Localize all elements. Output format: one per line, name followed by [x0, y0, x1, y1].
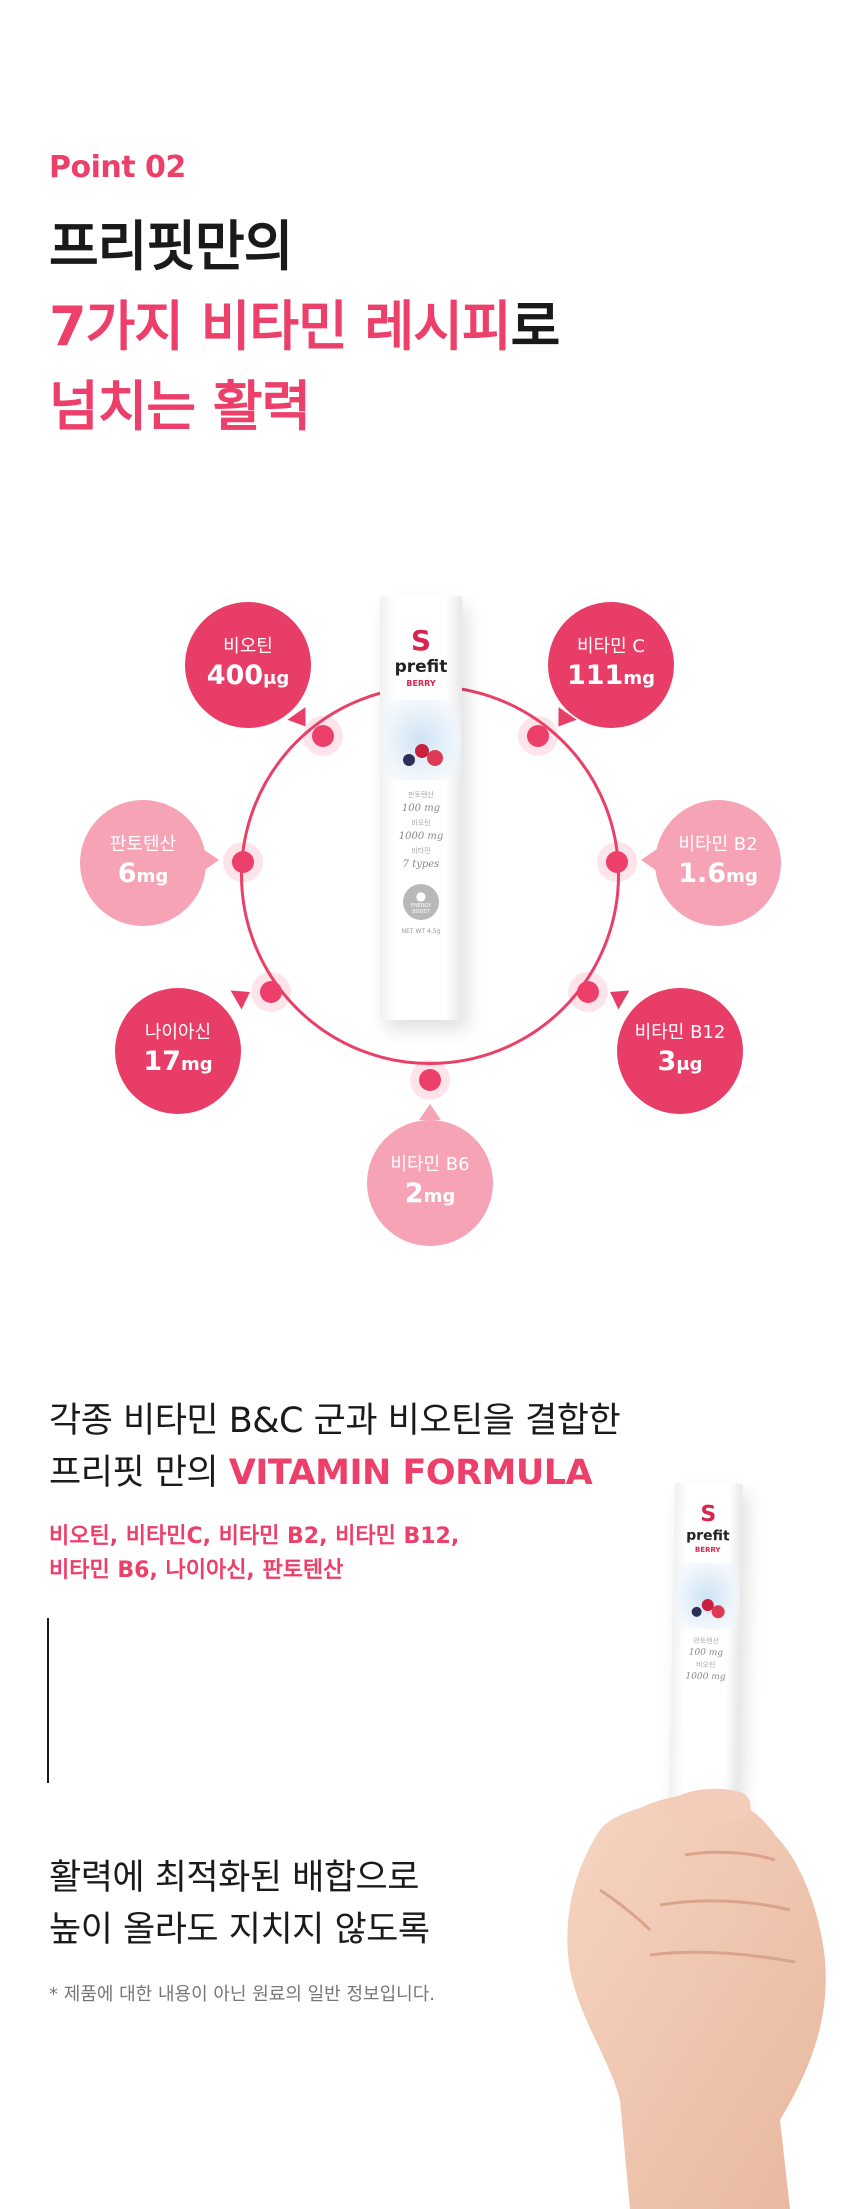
nutrient-value: 1.6mg	[678, 857, 758, 889]
formula-heading: 각종 비타민 B&C 군과 비오틴을 결합한 프리핏 만의 VITAMIN FO…	[49, 1395, 621, 1499]
headline-line-1: 프리핏만의	[49, 212, 294, 282]
nutrient-value: 400μg	[206, 659, 290, 691]
disclaimer-note: * 제품에 대한 내용이 아닌 원료의 일반 정보입니다.	[49, 1984, 435, 2005]
vitamin-list-line: 비오틴, 비타민C, 비타민 B2, 비타민 B12,	[49, 1524, 460, 1549]
energy-line-1: 활력에 최적화된 배합으로	[49, 1858, 419, 1898]
bubble-tail	[604, 982, 630, 1010]
nutrient-bubble-vitamin-b12: 비타민 B12 3μg	[617, 988, 743, 1114]
vitamin-list: 비오틴, 비타민C, 비타민 B2, 비타민 B12, 비타민 B6, 나이아신…	[49, 1520, 459, 1588]
brand-logo-icon: S	[700, 1501, 717, 1528]
bubble-tail	[203, 849, 219, 871]
headline-part: 의	[243, 215, 294, 278]
nutrient-bubble-pantothenic: 판토텐산 6mg	[80, 800, 206, 926]
product-brand: prefit	[394, 657, 448, 677]
energy-heading: 활력에 최적화된 배합으로 높이 올라도 지치지 않도록	[49, 1852, 430, 1956]
nutrient-value: 3μg	[657, 1045, 703, 1077]
net-weight: NET WT 4.5g	[401, 928, 441, 935]
nutrient-value: 111mg	[566, 659, 655, 691]
bubble-tail	[419, 1104, 441, 1120]
nutrient-value: 2mg	[404, 1177, 456, 1209]
nutrient-bubble-vitamin-c: 비타민 C 111mg	[548, 602, 674, 728]
bubble-tail	[230, 982, 256, 1010]
nutrient-name: 비타민 B6	[390, 1153, 470, 1175]
berry-splash-image	[381, 700, 461, 780]
vitamin-list-line: 비타민 B6, 나이아신, 판토텐산	[49, 1558, 344, 1583]
nutrient-bubble-vitamin-b6: 비타민 B6 2mg	[367, 1120, 493, 1246]
nutrient-name: 비타민 C	[577, 635, 645, 657]
hand-image	[567, 1788, 826, 2209]
headline-part: 로	[510, 295, 561, 358]
nutrient-value: 6mg	[117, 857, 169, 889]
energy-boost-badge: ● ENERGY BOOST	[403, 884, 439, 920]
nutrient-name: 판토텐산	[109, 833, 177, 855]
formula-line-2: 프리핏 만의 VITAMIN FORMULA	[49, 1453, 593, 1493]
product-info: 판토텐산 100 mg 비오틴 1000 mg 비타민 7 types	[398, 791, 444, 870]
headline-highlight: 7가지 비타민 레시피	[49, 295, 512, 358]
nutrient-name: 비타민 B12	[634, 1021, 726, 1043]
product-info: 판토텐산 100 mg 비오틴 1000 mg	[685, 1636, 726, 1683]
divider-line	[47, 1618, 49, 1783]
nutrient-bubble-biotin: 비오틴 400μg	[185, 602, 311, 728]
nutrient-name: 비타민 B2	[678, 833, 758, 855]
bubble-tail	[641, 849, 657, 871]
headline-line-3: 넘치는 활력	[49, 375, 311, 438]
nutrient-value: 17mg	[143, 1045, 213, 1077]
formula-line-1: 각종 비타민 B&C 군과 비오틴을 결합한	[49, 1401, 621, 1441]
headline-part: 프리핏만	[49, 215, 245, 278]
nutrient-name: 비오틴	[223, 635, 273, 657]
nutrient-bubble-niacin: 나이아신 17mg	[115, 988, 241, 1114]
ring-dot	[577, 981, 599, 1003]
product-stick: S prefit BERRY 판토텐산 100 mg 비오틴 1000 mg 비…	[380, 596, 462, 1020]
product-flavor: BERRY	[406, 679, 436, 688]
point-label: Point 02	[49, 150, 186, 185]
energy-line-2: 높이 올라도 지치지 않도록	[49, 1910, 430, 1950]
product-flavor: BERRY	[694, 1545, 721, 1555]
ring-dot	[527, 725, 549, 747]
nutrient-bubble-vitamin-b2: 비타민 B2 1.6mg	[655, 800, 781, 926]
ring-dot	[606, 851, 628, 873]
nutrient-name: 나이아신	[144, 1021, 212, 1043]
ring-dot	[419, 1069, 441, 1091]
ring-dot	[260, 981, 282, 1003]
ring-dot	[232, 851, 254, 873]
ring-dot	[312, 725, 334, 747]
berry-splash-image	[673, 1562, 741, 1630]
product-brand: prefit	[686, 1527, 730, 1545]
brand-logo-icon: S	[410, 624, 432, 657]
headline-line-2: 7가지 비타민 레시피로	[49, 292, 561, 362]
